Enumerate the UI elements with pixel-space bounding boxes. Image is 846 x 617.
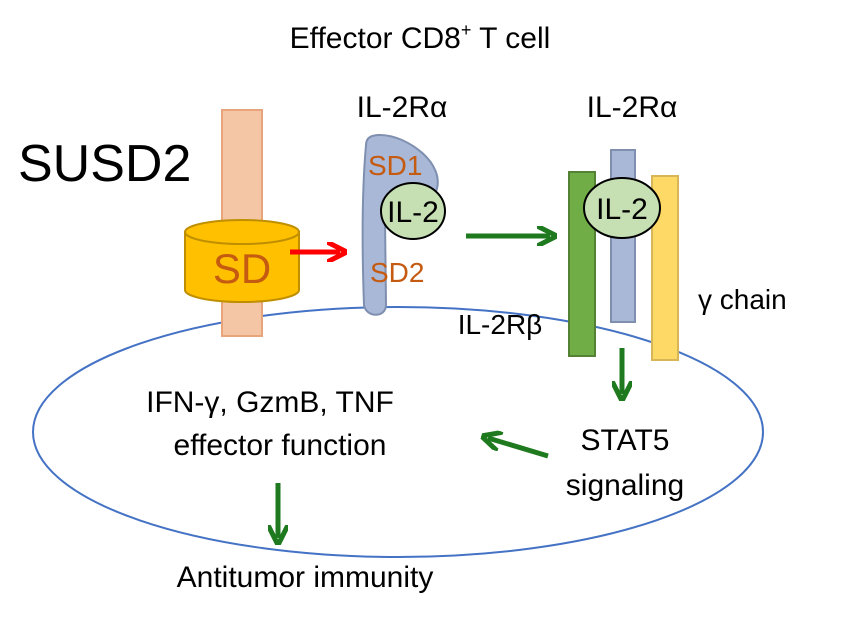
left-il2ra-label: IL-2Rα [357, 91, 448, 124]
left-il2ra-receptor [361, 134, 439, 316]
right-il2-ligand [583, 177, 661, 239]
left-il2-label: IL-2 [387, 196, 439, 229]
right-il2ra-label: IL-2Rα [587, 91, 678, 124]
antitumor-immunity-label: Antitumor immunity [177, 561, 434, 594]
gamma-chain-label: γ chain [698, 284, 787, 315]
left-il2-ligand [380, 182, 446, 240]
cell-membrane [32, 306, 764, 558]
sd-label: SD [213, 245, 271, 292]
stat5-label: STAT5 [581, 424, 670, 457]
right-il2-label: IL-2 [596, 193, 648, 226]
cytokines-label: IFN-γ, GzmB, TNF [146, 386, 394, 419]
signaling-label: signaling [566, 469, 684, 502]
susd2-label: SUSD2 [18, 135, 191, 193]
sd2-label: SD2 [370, 257, 424, 288]
sd-domain: SD [184, 219, 300, 303]
diagram-title: Effector CD8+ T cell [290, 20, 551, 55]
green-arrow-to-effector [488, 438, 549, 459]
effector-function-label: effector function [174, 429, 387, 462]
il2rb-label: IL-2Rβ [458, 309, 543, 340]
sd1-label: SD1 [368, 150, 422, 181]
